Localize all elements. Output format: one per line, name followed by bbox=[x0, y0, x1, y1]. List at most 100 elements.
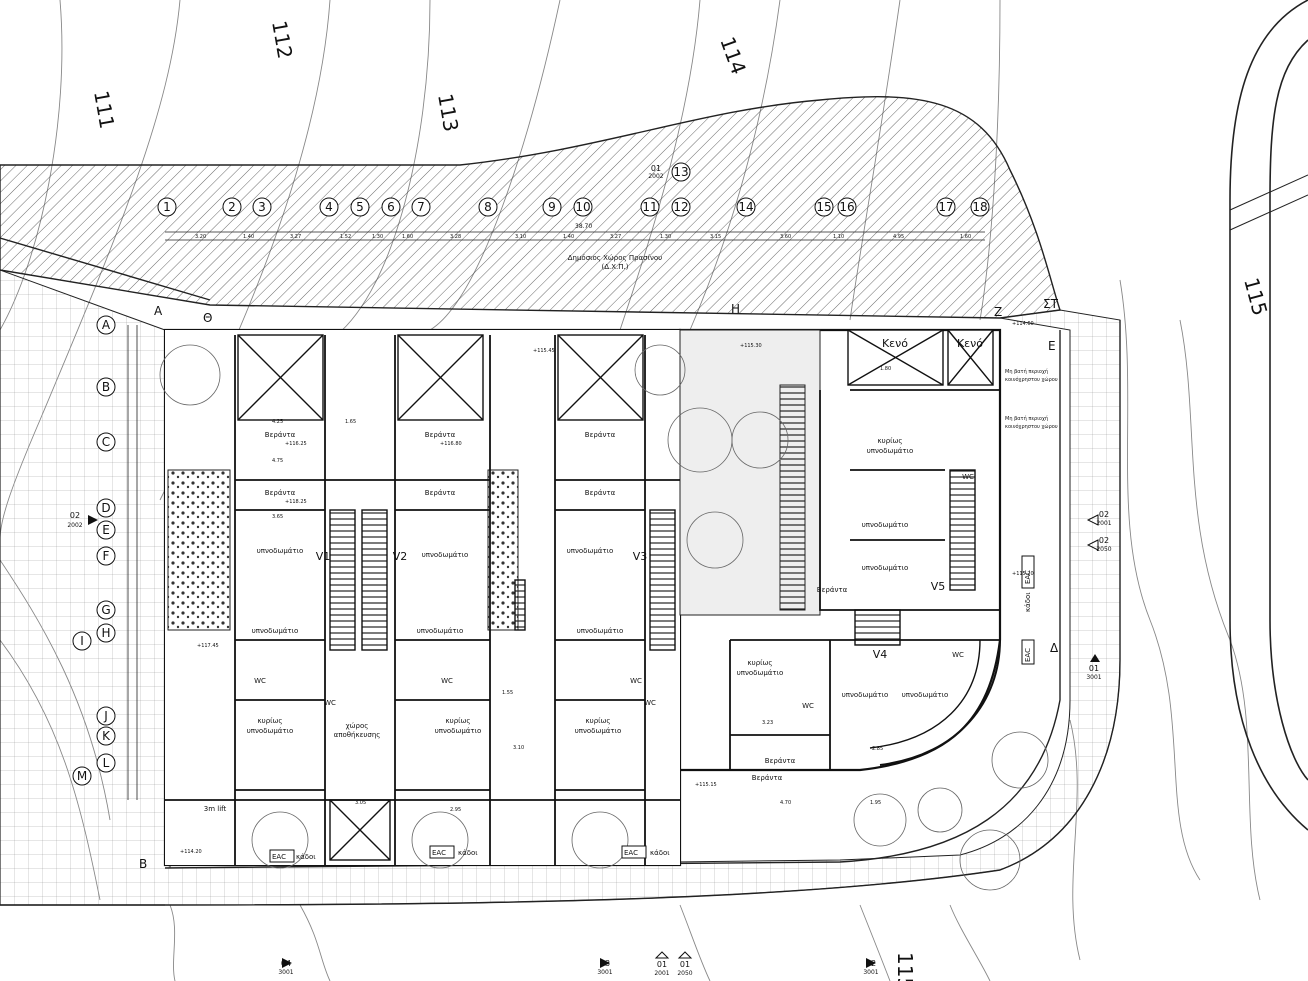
top-dimensions: 3.20 1.40 3.27 1.52 1.30 1.60 3.28 3.10 … bbox=[195, 234, 971, 240]
contour-label-113: 113 bbox=[433, 92, 463, 134]
svg-text:1.55: 1.55 bbox=[502, 690, 513, 696]
svg-text:10: 10 bbox=[575, 200, 590, 214]
svg-text:9: 9 bbox=[548, 200, 556, 214]
grid-bubble-L: L bbox=[96, 753, 116, 773]
svg-text:15: 15 bbox=[816, 200, 831, 214]
svg-text:κυρίως: κυρίως bbox=[878, 437, 903, 445]
svg-text:+116.25: +116.25 bbox=[285, 441, 307, 447]
svg-text:κάδοι: κάδοι bbox=[296, 853, 316, 861]
svg-text:χώρος: χώρος bbox=[346, 722, 369, 730]
svg-text:κοινόχρηστου χώρου: κοινόχρηστου χώρου bbox=[1005, 376, 1058, 383]
svg-text:3001: 3001 bbox=[1086, 674, 1101, 681]
svg-text:3.28: 3.28 bbox=[450, 234, 461, 240]
grid-bubble-H: H bbox=[96, 623, 116, 643]
bedroom-v5: υπνοδωμάτιο bbox=[862, 521, 909, 529]
svg-text:κάδοι: κάδοι bbox=[1024, 592, 1032, 612]
veranda-v4-b: Βεράντα bbox=[752, 774, 783, 782]
veranda-v1-b: Βεράντα bbox=[265, 489, 296, 497]
svg-text:1.30: 1.30 bbox=[372, 234, 383, 240]
stairs bbox=[329, 469, 976, 651]
lift-label: 3m lift bbox=[204, 805, 227, 813]
svg-text:1.40: 1.40 bbox=[563, 234, 574, 240]
svg-text:B: B bbox=[102, 380, 110, 394]
svg-text:1.80: 1.80 bbox=[880, 366, 891, 372]
svg-text:1.30: 1.30 bbox=[660, 234, 671, 240]
grid-bubble-M: M bbox=[72, 766, 92, 786]
svg-text:E: E bbox=[1048, 339, 1056, 353]
svg-text:01: 01 bbox=[1089, 664, 1099, 673]
svg-text:WC: WC bbox=[324, 699, 336, 707]
svg-text:2001: 2001 bbox=[654, 970, 669, 977]
bedroom-v4: υπνοδωμάτιο bbox=[842, 691, 889, 699]
bedroom-v4-b: υπνοδωμάτιο bbox=[902, 691, 949, 699]
overall-dimension: 38.70 bbox=[575, 223, 592, 230]
svg-text:+115.15: +115.15 bbox=[695, 782, 717, 788]
svg-text:(Δ.Χ.Π.): (Δ.Χ.Π.) bbox=[602, 263, 629, 271]
svg-text:3.60: 3.60 bbox=[780, 234, 791, 240]
bedroom-v2: υπνοδωμάτιο bbox=[422, 551, 469, 559]
svg-text:2050: 2050 bbox=[1096, 546, 1111, 553]
svg-text:F: F bbox=[103, 549, 110, 563]
level-markers: +115.45 +116.25 +116.80 +118.25 +114.60 … bbox=[180, 321, 1034, 855]
svg-text:H: H bbox=[101, 626, 110, 640]
svg-text:WC: WC bbox=[630, 677, 642, 685]
svg-text:1.65: 1.65 bbox=[345, 419, 356, 425]
unit-v5: V5 bbox=[931, 580, 946, 593]
contour-label-111: 111 bbox=[89, 89, 119, 131]
bedroom-v5-b: υπνοδωμάτιο bbox=[862, 564, 909, 572]
svg-text:WC: WC bbox=[644, 699, 656, 707]
svg-text:+116.80: +116.80 bbox=[440, 441, 462, 447]
public-green-space bbox=[0, 96, 1061, 319]
grid-columns: 1 2 3 4 5 6 7 8 9 10 11 12 13 14 15 16 1… bbox=[157, 162, 990, 217]
svg-text:3.10: 3.10 bbox=[515, 234, 526, 240]
svg-text:4: 4 bbox=[325, 200, 333, 214]
grid-bubble-6: 6 bbox=[381, 197, 401, 217]
site-corner-labels: A Θ H Z ΣΤ E Δ B bbox=[139, 297, 1059, 871]
interior-walls bbox=[165, 335, 1000, 865]
svg-text:3.27: 3.27 bbox=[610, 234, 621, 240]
bedroom-v1-b: υπνοδωμάτιο bbox=[252, 627, 299, 635]
svg-text:υπνοδωμάτιο: υπνοδωμάτιο bbox=[435, 727, 482, 735]
landscape-trees bbox=[159, 344, 1049, 891]
svg-text:Δημόσιος Χώρος Πρασίνου: Δημόσιος Χώρος Πρασίνου bbox=[568, 254, 662, 262]
grid-bubble-8: 8 bbox=[478, 197, 498, 217]
svg-text:Z: Z bbox=[994, 305, 1002, 319]
svg-text:υπνοδωμάτιο: υπνοδωμάτιο bbox=[575, 727, 622, 735]
svg-text:1: 1 bbox=[163, 200, 171, 214]
svg-text:01: 01 bbox=[657, 960, 667, 969]
svg-text:A: A bbox=[154, 304, 163, 318]
svg-text:3: 3 bbox=[258, 200, 266, 214]
room-dimensions: 4.25 1.65 4.75 3.65 2.95 3.05 3.10 1.55 … bbox=[272, 366, 891, 813]
svg-text:K: K bbox=[102, 729, 111, 743]
non-accessible-notes: Μη βατή περιοχή κοινόχρηστου χώρου Μη βα… bbox=[1005, 368, 1058, 430]
svg-text:3.05: 3.05 bbox=[355, 800, 366, 806]
grid-bubble-C: C bbox=[96, 432, 116, 452]
svg-text:κάδοι: κάδοι bbox=[650, 849, 670, 857]
svg-text:κυρίως: κυρίως bbox=[258, 717, 283, 725]
svg-text:D: D bbox=[101, 501, 110, 515]
contour-label-112: 112 bbox=[267, 19, 297, 61]
unit-v4: V4 bbox=[873, 648, 888, 661]
svg-text:Κενό: Κενό bbox=[882, 337, 908, 350]
road bbox=[1229, 0, 1308, 831]
svg-text:αποθήκευσης: αποθήκευσης bbox=[334, 731, 381, 739]
svg-text:3.27: 3.27 bbox=[290, 234, 301, 240]
svg-text:ΣΤ: ΣΤ bbox=[1043, 297, 1059, 311]
svg-text:01: 01 bbox=[651, 164, 661, 173]
svg-text:Δ: Δ bbox=[1050, 641, 1059, 655]
grid-bubble-G: G bbox=[96, 600, 116, 620]
svg-text:+115.30: +115.30 bbox=[740, 343, 762, 349]
svg-text:I: I bbox=[80, 634, 84, 648]
svg-text:1.10: 1.10 bbox=[833, 234, 844, 240]
grid-bubble-F: F bbox=[96, 546, 116, 566]
grid-bubble-13: 13 bbox=[671, 162, 691, 182]
grid-bubble-10: 10 bbox=[573, 197, 593, 217]
